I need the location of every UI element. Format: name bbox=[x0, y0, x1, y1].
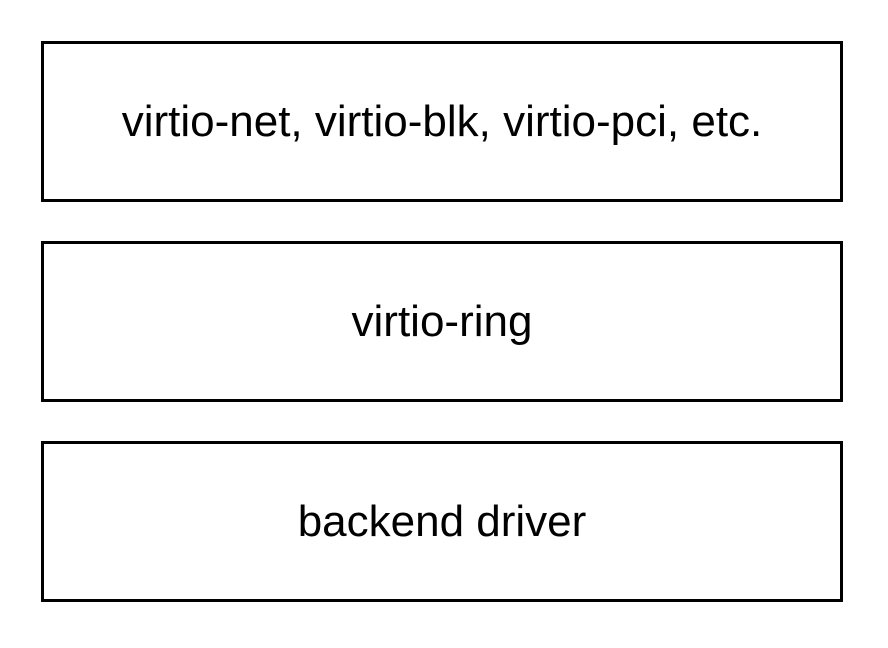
layer-box-drivers: virtio-net, virtio-blk, virtio-pci, etc. bbox=[41, 41, 843, 202]
layer-box-backend-driver: backend driver bbox=[41, 441, 843, 602]
layer-label-drivers: virtio-net, virtio-blk, virtio-pci, etc. bbox=[121, 96, 763, 146]
layer-box-virtio-ring: virtio-ring bbox=[41, 241, 843, 402]
layer-label-backend-driver: backend driver bbox=[297, 496, 587, 546]
layer-label-virtio-ring: virtio-ring bbox=[351, 296, 533, 346]
